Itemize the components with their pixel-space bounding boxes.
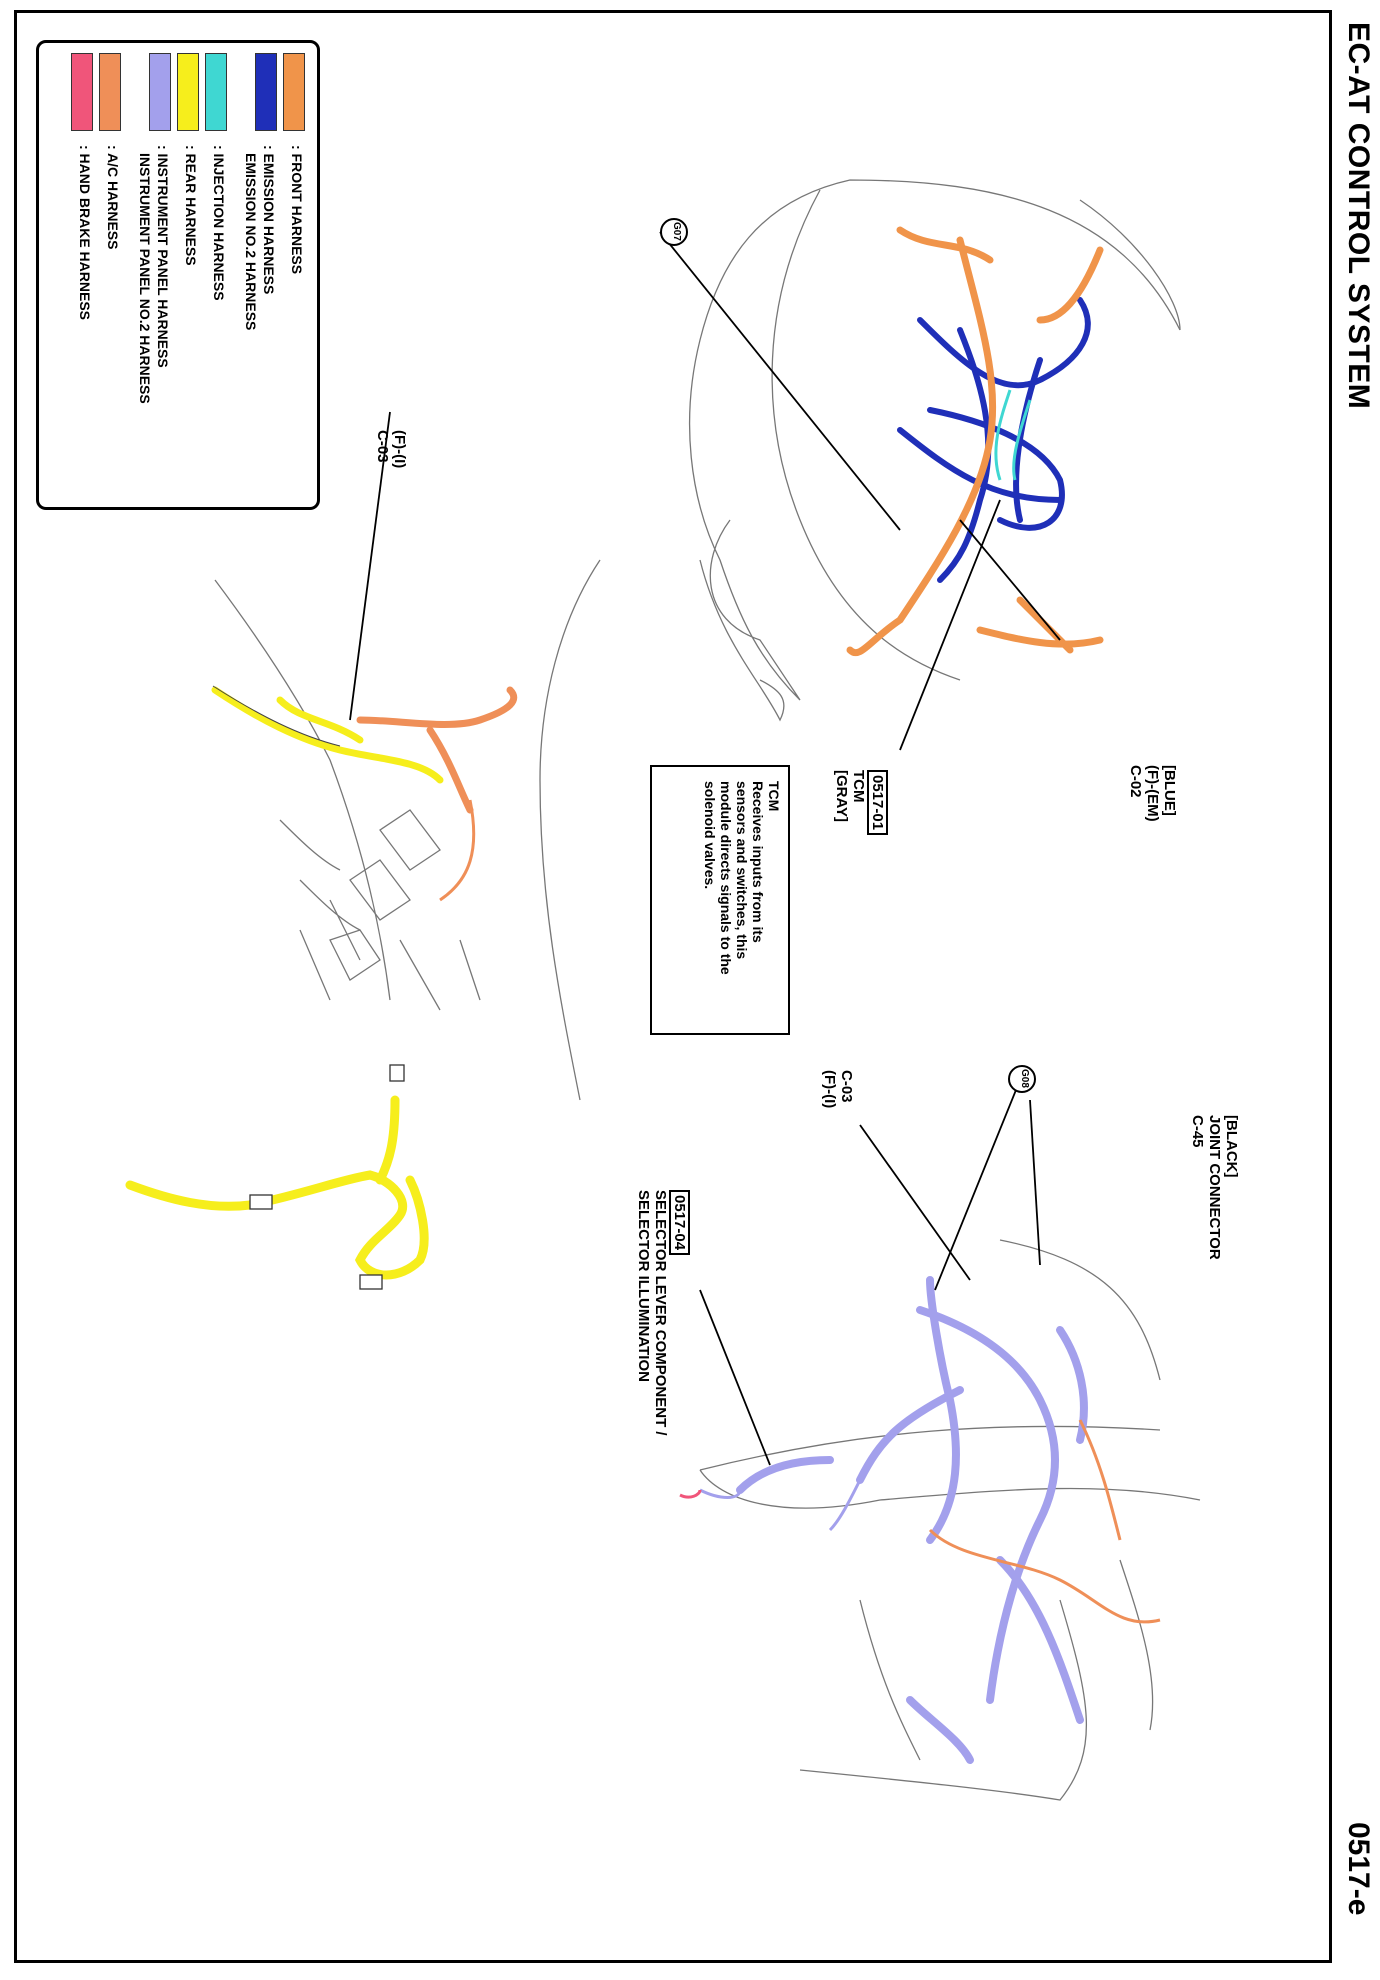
engine-bay-outline (688, 179, 1181, 722)
leader-lines (349, 231, 1061, 1466)
callout-c03-left-code: C-03 (374, 430, 391, 463)
callout-selector-name-2: SELECTOR ILLUMINATION (635, 1190, 652, 1382)
callout-selector-code: 0517-04 (669, 1190, 690, 1256)
callout-c02-code: C-02 (1127, 765, 1144, 798)
interior-outline-left (214, 559, 601, 1101)
ground-marker-g07: G07 (660, 218, 688, 246)
legend-swatch-emission (255, 53, 277, 131)
tcm-description-title: TCM (766, 781, 782, 812)
ground-label-g07: G07 (671, 222, 682, 241)
callout-c45: [BLACK] JOINT CONNECTOR C-45 (1189, 1115, 1240, 1260)
callout-c02-color: [BLUE] (1161, 765, 1178, 816)
ac-harness-thin (439, 799, 476, 902)
callout-c03-left-connection: (F)-(I) (391, 430, 408, 469)
callout-c45-name: JOINT CONNECTOR (1206, 1115, 1223, 1260)
ground-marker-g08: G08 (1008, 1065, 1036, 1093)
instrument-panel-harness-thin (699, 1479, 862, 1532)
page-frame (14, 10, 1332, 1963)
injection-harness (994, 389, 1032, 481)
tcm-description-line: sensors and switches, this (734, 781, 750, 960)
callout-tcm-connector: 0517-01 TCM [GRAY] (833, 770, 888, 836)
legend-swatch-hand-brake (71, 53, 93, 131)
callout-tcm-color: [GRAY] (833, 770, 850, 822)
tcm-description-line: Receives inputs from its (750, 781, 766, 943)
callout-c03-right-code: C-03 (838, 1070, 855, 1103)
callout-c02-connection: (F)-(EM) (1144, 765, 1161, 822)
hand-brake-harness (679, 1489, 702, 1499)
callout-c02: [BLUE] (F)-(EM) C-02 (1127, 765, 1178, 822)
legend-swatch-rear (177, 53, 199, 131)
callout-c03-right: C-03 (F)-(I) (821, 1070, 855, 1108)
callout-selector-name: SELECTOR LEVER COMPONENT / (652, 1190, 669, 1436)
legend-swatch-front (283, 53, 305, 131)
tcm-description-line: solenoid valves. (702, 781, 718, 890)
rear-harness-mid (211, 686, 444, 784)
callout-c03-right-connection: (F)-(I) (821, 1070, 838, 1109)
front-harness (846, 226, 1104, 657)
legend-swatch-injection (205, 53, 227, 131)
emission-harness (897, 297, 1091, 583)
rear-harness-mid-outline (212, 685, 341, 747)
callout-c45-color: [BLACK] (1223, 1115, 1240, 1178)
rear-harness-lower-connectors (249, 1064, 405, 1290)
tcm-description-box: TCM Receives inputs from its sensors and… (650, 765, 790, 1035)
ac-harness-mid (356, 686, 518, 814)
tcm-description-line: module directs signals to the (718, 781, 734, 975)
legend-swatch-ac (99, 53, 121, 131)
tcm-description-text: TCM Receives inputs from its sensors and… (702, 781, 782, 1031)
legend-swatch-instrument (149, 53, 171, 131)
harness-legend: : FRONT HARNESS : EMISSION HARNESS EMISS… (36, 40, 320, 510)
callout-c03-left: (F)-(I) C-03 (374, 430, 408, 468)
callout-c45-code: C-45 (1189, 1115, 1206, 1148)
callout-tcm-name: TCM (850, 770, 867, 803)
callout-selector: 0517-04 SELECTOR LEVER COMPONENT / SELEC… (635, 1190, 690, 1436)
instrument-panel-harness (736, 1276, 1088, 1764)
ground-label-g08: G08 (1019, 1069, 1030, 1088)
callout-tcm-code: 0517-01 (867, 770, 888, 836)
rear-harness-lower (125, 1095, 429, 1280)
ac-harness-dash (928, 1419, 1161, 1624)
